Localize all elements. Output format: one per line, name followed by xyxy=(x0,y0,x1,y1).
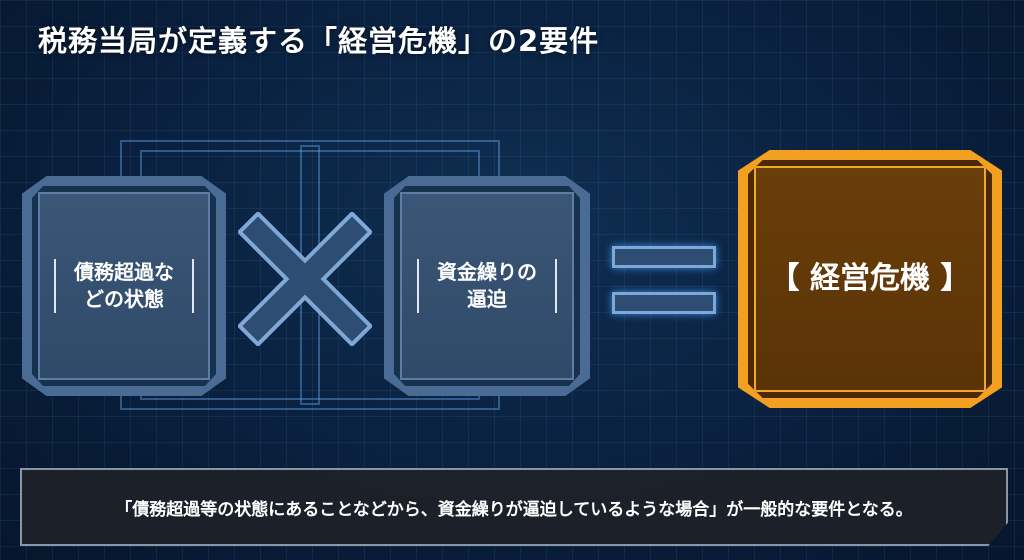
equals-icon-bar xyxy=(612,292,716,314)
condition-box-cashflow: 資金繰りの逼迫 xyxy=(384,176,590,396)
condition-label: 資金繰りの逼迫 xyxy=(417,259,557,313)
definition-caption: 「債務超過等の状態にあることなどから、資金繰りが逼迫しているような場合」が一般的… xyxy=(20,468,1008,546)
multiply-icon xyxy=(238,212,372,346)
result-label: 【 経営危機 】 xyxy=(769,260,971,296)
condition-label: 債務超過などの状態 xyxy=(54,259,194,313)
result-box-crisis: 【 経営危機 】 xyxy=(738,150,1002,408)
caption-text: 「債務超過等の状態にあることなどから、資金繰りが逼迫しているような場合」が一般的… xyxy=(115,499,913,520)
page-title: 税務当局が定義する「経営危機」の2要件 xyxy=(38,24,600,58)
equals-icon-bar xyxy=(612,246,716,268)
condition-box-debt: 債務超過などの状態 xyxy=(22,176,226,396)
